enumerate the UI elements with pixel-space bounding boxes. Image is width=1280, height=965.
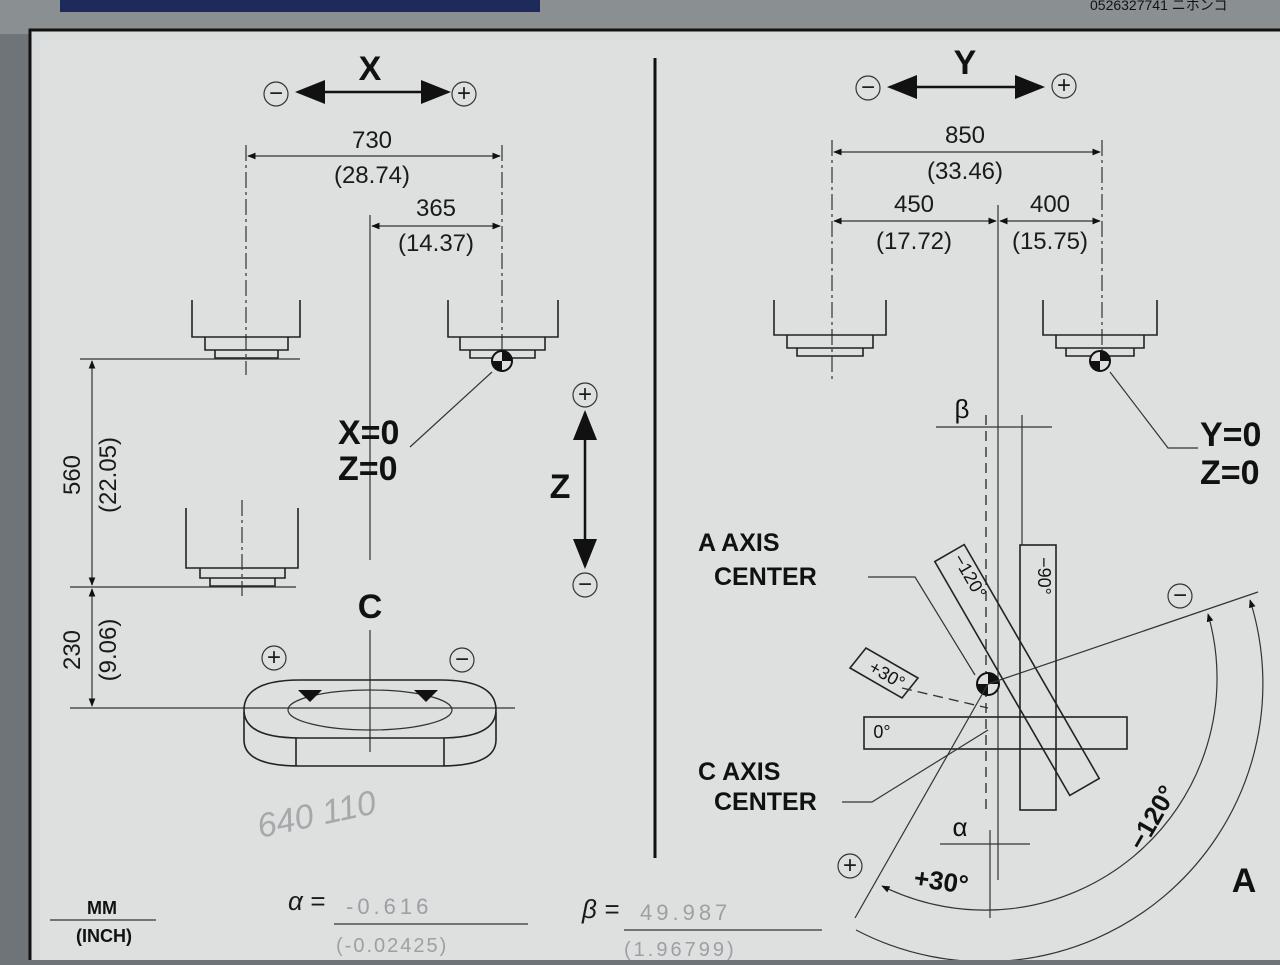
c-rotation-arrow-right — [414, 690, 438, 702]
x-minus-circle — [263, 81, 289, 107]
c-minus-circle — [449, 647, 475, 673]
dim-850-mm: 850 — [945, 122, 985, 149]
vertical-dimensions: 560 (22.05) 230 (9.06) — [59, 358, 515, 709]
y-spindle-left — [773, 300, 887, 357]
x-spindle-upper-left — [191, 300, 301, 359]
y-minus-circle — [855, 75, 881, 101]
top-label-band — [60, 0, 540, 12]
z-plus-sign: + — [578, 381, 592, 408]
beta-mm-value: 49.987 — [640, 900, 731, 925]
x-dimensions: 730 (28.74) 365 (14.37) — [245, 127, 503, 560]
x-plus-circle — [451, 81, 477, 107]
dim-365-in: (14.37) — [398, 230, 474, 257]
dim-450-in: (17.72) — [876, 228, 952, 255]
a-axis-center-line1: A AXIS — [698, 529, 780, 557]
x-spindle-lower — [185, 500, 299, 596]
x-axis-label: X — [359, 50, 382, 88]
c-axis-label: C — [358, 588, 383, 626]
c-rotary-table — [243, 679, 497, 767]
angle-minus90: −90° — [1034, 557, 1054, 595]
dim-560-in: (22.05) — [95, 437, 122, 513]
x-plus-sign: + — [457, 80, 471, 107]
dim-730-in: (28.74) — [334, 162, 410, 189]
dim-730-mm: 730 — [352, 127, 392, 154]
dim-560-mm: 560 — [59, 455, 86, 495]
c-plus-sign: + — [267, 644, 281, 671]
c-rotation-arrow-left — [298, 690, 322, 702]
arc-plus-sign: + — [843, 852, 857, 879]
plate-face — [40, 40, 1280, 960]
view-letter: A — [1232, 862, 1257, 900]
y-origin-y0: Y=0 — [1200, 416, 1261, 454]
dim-230-in: (9.06) — [95, 619, 122, 682]
angle-0: 0° — [873, 722, 890, 742]
arc-plus-circle — [837, 853, 863, 879]
x-origin-leader — [409, 371, 493, 448]
alpha-symbol: α — [952, 812, 967, 842]
y-axis-label: Y — [954, 44, 977, 82]
x-origin-ball — [491, 350, 513, 372]
units-inch: (INCH) — [76, 926, 132, 946]
part-code: 0526327741 ニホンゴ — [1090, 0, 1228, 13]
x-axis-indicator: X − + — [263, 50, 477, 107]
c-axis-center-line1: C AXIS — [698, 758, 780, 786]
units-mm: MM — [87, 898, 117, 918]
alpha-in-value: (-0.02425) — [336, 935, 448, 957]
alpha-eq: α = — [288, 886, 325, 916]
arc-minus-sign: − — [1173, 582, 1187, 609]
units-legend: MM (INCH) — [50, 898, 156, 946]
y-origin-leader — [1109, 371, 1198, 449]
dim-450-mm: 450 — [894, 191, 934, 218]
x-minus-sign: − — [269, 80, 283, 107]
arc-minus-circle — [1167, 583, 1193, 609]
z-minus-circle — [572, 572, 598, 598]
dim-400-in: (15.75) — [1012, 228, 1088, 255]
y-axis-indicator: Y − + — [855, 44, 1077, 101]
y-minus-sign: − — [861, 74, 875, 101]
c-axis-center-line2: CENTER — [714, 788, 817, 816]
x-origin-z0: Z=0 — [338, 450, 398, 488]
dim-400-mm: 400 — [1030, 191, 1070, 218]
dim-850-in: (33.46) — [927, 158, 1003, 185]
alpha-mm-value: -0.616 — [346, 894, 432, 919]
c-minus-sign: − — [455, 646, 469, 673]
z-axis-label: Z — [550, 468, 571, 506]
dim-365-mm: 365 — [416, 195, 456, 222]
z-minus-sign: − — [578, 571, 592, 598]
beta-in-value: (1.96799) — [624, 939, 737, 960]
z-plus-circle — [572, 382, 598, 408]
a-axis-center-line2: CENTER — [714, 563, 817, 591]
beta-eq: β = — [581, 894, 619, 924]
alpha-value: α = -0.616 (-0.02425) — [288, 886, 528, 957]
z-axis-indicator: + Z − — [550, 381, 598, 598]
y-origin-ball — [1089, 350, 1111, 372]
c-plus-circle — [261, 645, 287, 671]
beta-symbol: β — [955, 394, 970, 424]
y-origin-z0: Z=0 — [1200, 454, 1260, 492]
beta-value: β = 49.987 (1.96799) — [581, 894, 822, 961]
x-origin-x0: X=0 — [338, 414, 399, 452]
dim-230-mm: 230 — [59, 630, 86, 670]
y-plus-sign: + — [1057, 72, 1071, 99]
y-plus-circle — [1051, 73, 1077, 99]
